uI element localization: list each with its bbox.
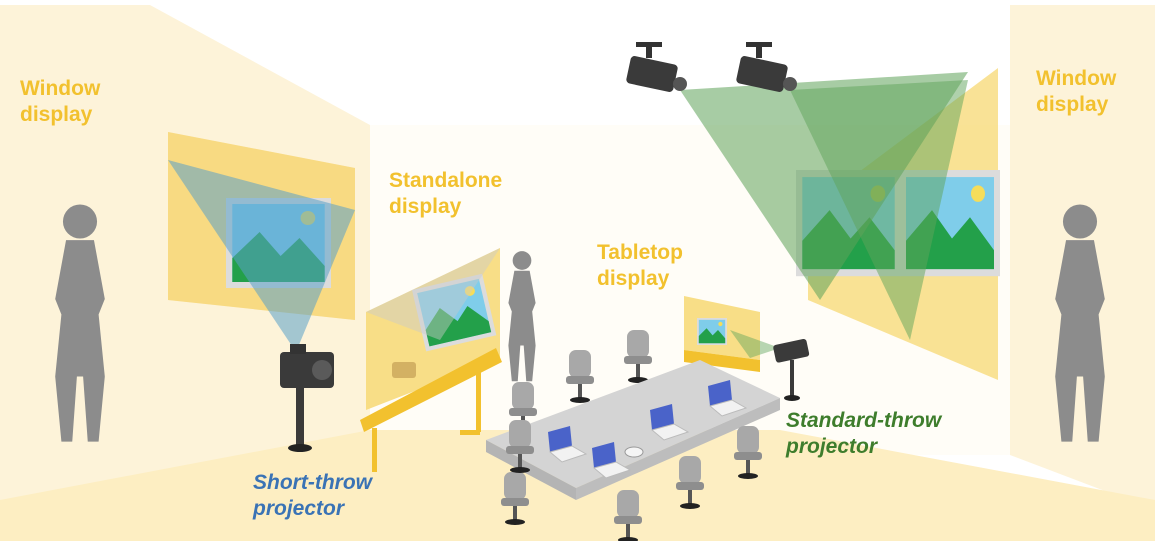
label-line: Window — [1036, 67, 1117, 90]
label-line: projector — [786, 435, 878, 458]
ceiling-projectors — [626, 42, 797, 92]
label-line: Standalone — [389, 169, 503, 192]
left-window-display — [168, 132, 355, 352]
standard-throw-beam-2 — [790, 80, 968, 340]
tabletop-display — [684, 296, 810, 401]
standalone-display — [360, 248, 502, 472]
label-line: projector — [253, 497, 345, 520]
label-standalone-display: Standalone display — [389, 168, 502, 220]
short-throw-beam — [168, 160, 355, 352]
label-line: display — [20, 103, 93, 126]
label-standard-throw-projector: Standard-throw projector — [786, 408, 941, 460]
label-line: Window — [20, 77, 101, 100]
label-line: display — [389, 195, 462, 218]
label-line: display — [1036, 93, 1109, 116]
label-tabletop-display: Tabletop display — [597, 240, 683, 292]
label-window-display-left: Window display — [20, 76, 100, 128]
label-line: display — [597, 267, 670, 290]
right-window-display — [680, 68, 1000, 380]
label-line: Tabletop — [597, 241, 683, 264]
short-throw-projector — [280, 344, 334, 452]
label-line: Standard-throw — [786, 409, 942, 432]
conference-table — [486, 330, 780, 541]
label-line: Short-throw — [253, 471, 372, 494]
label-short-throw-projector: Short-throw projector — [253, 470, 372, 522]
label-window-display-right: Window display — [1036, 66, 1116, 118]
